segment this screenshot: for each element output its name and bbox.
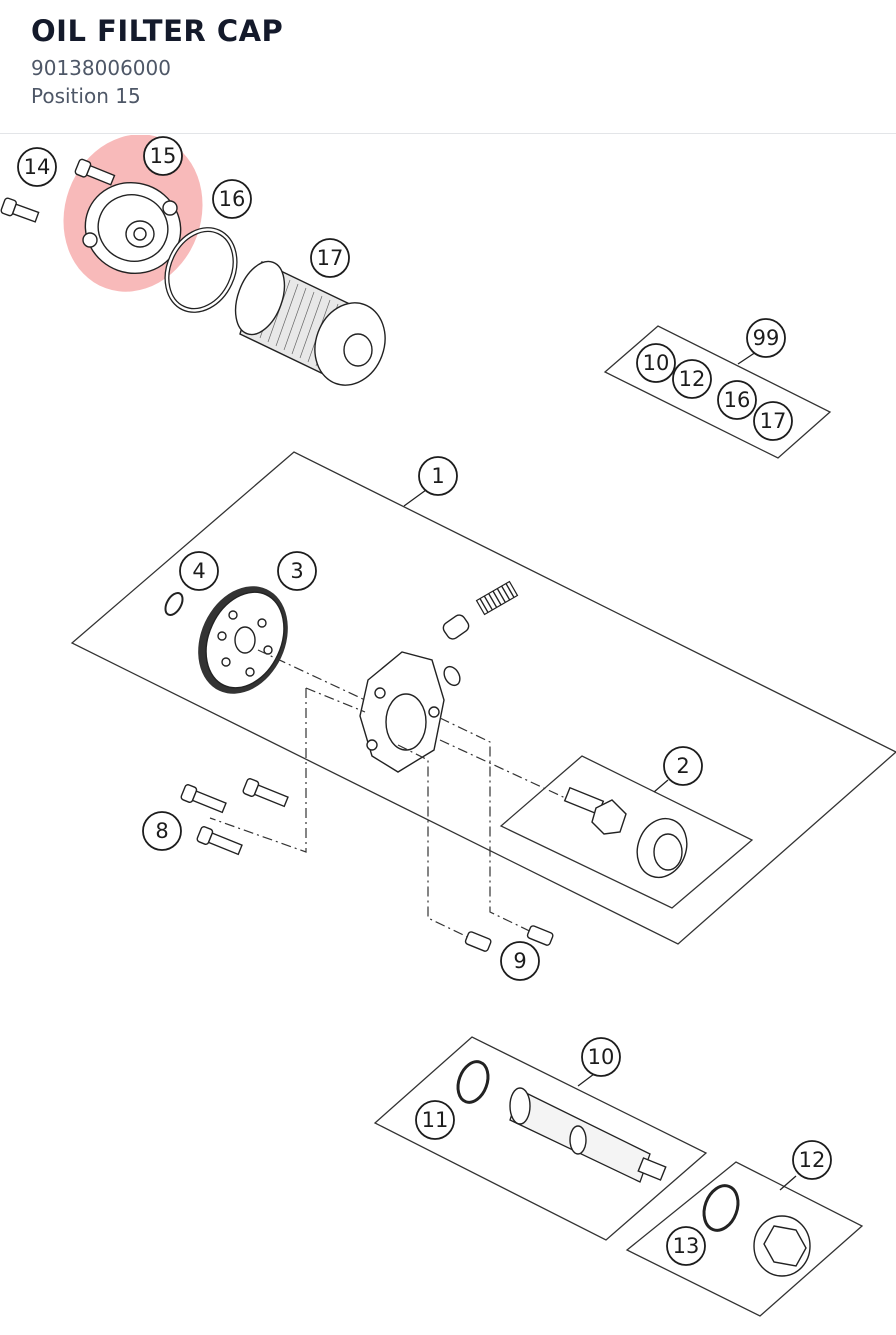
callout-15[interactable]: 15	[143, 136, 183, 176]
pressure-relief-spring[interactable]	[475, 580, 519, 616]
part-13-o-ring[interactable]	[698, 1181, 744, 1235]
kit-callout-10[interactable]: 10	[636, 343, 676, 383]
callout-12[interactable]: 12	[792, 1140, 832, 1180]
callout-9[interactable]: 9	[500, 941, 540, 981]
kit-99-frame	[603, 325, 832, 459]
svg-text:9: 9	[513, 949, 526, 973]
svg-text:3: 3	[290, 559, 303, 583]
svg-text:10: 10	[643, 351, 670, 375]
part-12-plug-assembly[interactable]	[625, 1161, 864, 1317]
kit-callout-16[interactable]: 16	[717, 380, 757, 420]
exploded-parts-diagram: 14 15 16 17 99 10 12 16 17 1 4 3 2 8 9 1…	[0, 135, 896, 1317]
part-title: OIL FILTER CAP	[31, 14, 284, 48]
part-17-oil-filter[interactable]	[226, 255, 396, 395]
svg-text:14: 14	[24, 155, 51, 179]
svg-text:99: 99	[753, 326, 780, 350]
svg-text:15: 15	[150, 144, 177, 168]
kit-callout-12[interactable]: 12	[672, 359, 712, 399]
svg-text:2: 2	[676, 754, 689, 778]
svg-text:12: 12	[799, 1148, 826, 1172]
part-1-assembly-frame	[70, 451, 896, 945]
callout-17[interactable]: 17	[310, 238, 350, 278]
part-15-oil-filter-cap[interactable]	[73, 169, 194, 286]
part-number: 90138006000	[31, 56, 171, 80]
position-label: Position 15	[31, 84, 141, 108]
oil-pump-housing[interactable]	[359, 651, 445, 773]
callout-11[interactable]: 11	[415, 1100, 455, 1140]
part-3-gear[interactable]	[181, 571, 304, 708]
svg-text:13: 13	[673, 1234, 700, 1258]
callout-99[interactable]: 99	[746, 318, 786, 358]
callout-13[interactable]: 13	[666, 1226, 706, 1266]
callout-16[interactable]: 16	[212, 179, 252, 219]
kit-callout-17[interactable]: 17	[753, 401, 793, 441]
callout-3[interactable]: 3	[277, 551, 317, 591]
part-2-rotor-set[interactable]	[499, 755, 754, 909]
alignment-lines	[209, 649, 575, 943]
callout-1[interactable]: 1	[418, 456, 458, 496]
svg-text:12: 12	[679, 367, 706, 391]
svg-text:17: 17	[317, 246, 344, 270]
washer[interactable]	[441, 664, 463, 688]
pressure-relief-piston[interactable]	[441, 613, 471, 642]
part-9-dowel-pins[interactable]	[464, 925, 554, 952]
part-8-bolts[interactable]	[180, 778, 289, 857]
page-header: OIL FILTER CAP 90138006000 Position 15	[0, 0, 896, 134]
callout-4[interactable]: 4	[179, 551, 219, 591]
callout-8[interactable]: 8	[142, 811, 182, 851]
svg-text:16: 16	[219, 187, 246, 211]
callout-10[interactable]: 10	[581, 1037, 621, 1077]
svg-text:16: 16	[724, 388, 751, 412]
part-4-circlip[interactable]	[162, 590, 186, 618]
part-14-bolts[interactable]	[0, 158, 116, 224]
callout-2[interactable]: 2	[663, 746, 703, 786]
svg-text:17: 17	[760, 409, 787, 433]
callout-14[interactable]: 14	[17, 147, 57, 187]
part-10-valve-assembly[interactable]	[373, 1036, 708, 1241]
part-11-o-ring[interactable]	[453, 1057, 494, 1106]
svg-text:4: 4	[192, 559, 205, 583]
svg-text:10: 10	[588, 1045, 615, 1069]
svg-text:11: 11	[422, 1108, 449, 1132]
svg-text:1: 1	[431, 464, 444, 488]
svg-text:8: 8	[155, 819, 168, 843]
